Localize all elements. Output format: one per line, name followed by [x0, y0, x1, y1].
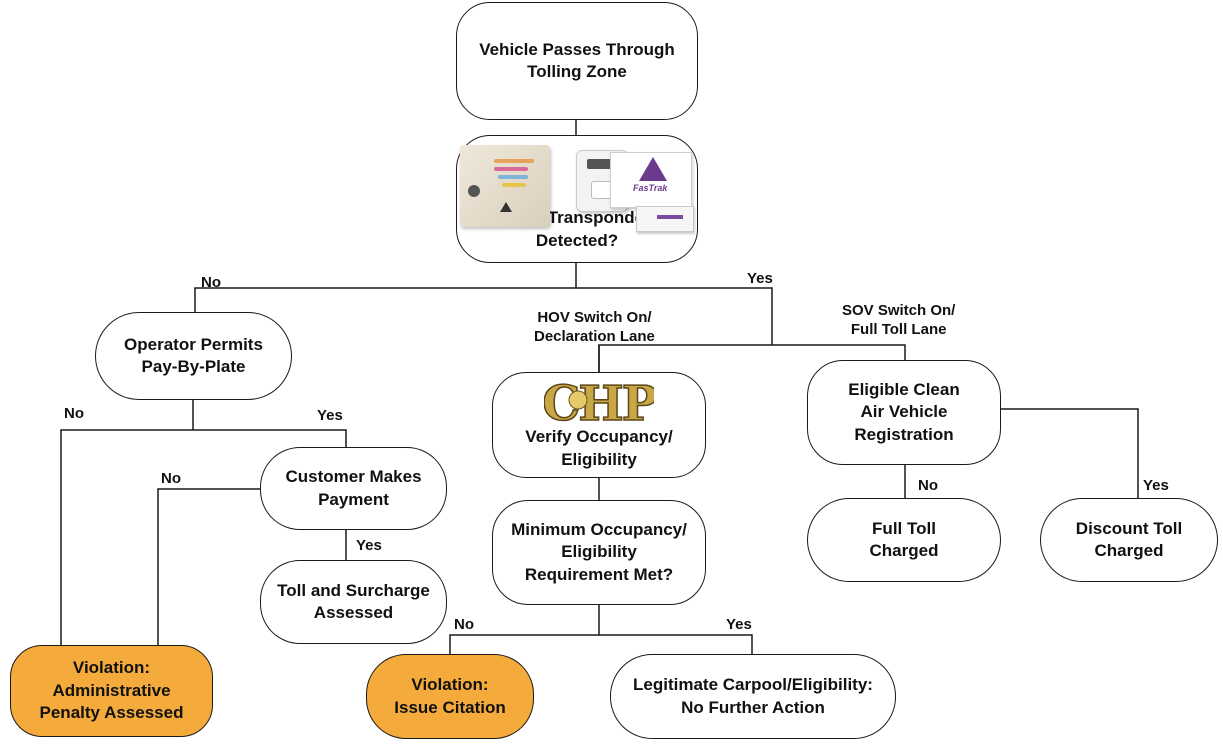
- toll-surcharge-node: Toll and Surcharge Assessed: [260, 560, 447, 644]
- node-text: Requirement Met?: [524, 564, 674, 584]
- node-text: Pay-By-Plate: [141, 357, 246, 376]
- edge-label-text: SOV Switch On/: [842, 302, 956, 319]
- transponder-small-image: [636, 206, 694, 232]
- node-text: Vehicle Passes Through: [479, 39, 675, 59]
- edge-label-no: No: [454, 616, 474, 633]
- node-text: Air Vehicle: [860, 402, 948, 422]
- node-text: Penalty Assessed: [39, 703, 184, 723]
- node-text: Payment: [318, 489, 389, 509]
- transponder-card-image: [460, 145, 550, 227]
- min-occupancy-decision: Minimum Occupancy/ Eligibility Requireme…: [492, 500, 706, 605]
- verify-occupancy-node: Verify Occupancy/ Eligibility: [492, 372, 706, 478]
- violation-citation-node: Violation: Issue Citation: [366, 654, 534, 739]
- chp-logo: CHP: [544, 378, 654, 426]
- node-text: Minimum Occupancy/: [511, 519, 687, 539]
- edge-label-text: Full Toll Lane: [850, 320, 947, 338]
- connector: [599, 634, 753, 654]
- node-text: Assessed: [313, 603, 394, 622]
- clean-air-decision: Eligible Clean Air Vehicle Registration: [807, 360, 1001, 465]
- discount-toll-node: Discount Toll Charged: [1040, 498, 1218, 582]
- node-text: Violation:: [411, 675, 489, 695]
- edge-label-sov: SOV Switch On/ Full Toll Lane: [842, 302, 955, 340]
- node-text: Charged: [1094, 541, 1164, 560]
- node-text: Eligibility: [561, 542, 637, 562]
- node-text: Operator Permits: [124, 334, 263, 354]
- node-text: Administrative: [52, 680, 171, 700]
- pay-by-plate-decision: Operator Permits Pay-By-Plate: [95, 312, 292, 400]
- edge-label-no: No: [201, 274, 221, 291]
- edge-label-text: Declaration Lane: [534, 327, 655, 345]
- node-text: Eligible Clean: [848, 379, 960, 399]
- node-text: Discount Toll: [1075, 518, 1183, 538]
- edge-label-no: No: [161, 470, 181, 487]
- node-text: Registration: [854, 424, 954, 444]
- node-text: Full Toll: [872, 518, 936, 538]
- full-toll-node: Full Toll Charged: [807, 498, 1001, 582]
- edge-label-yes: Yes: [1143, 477, 1169, 494]
- edge-label-text: HOV Switch On/: [537, 309, 652, 326]
- connector: [449, 605, 600, 654]
- node-text: Charged: [869, 541, 939, 560]
- violation-admin-penalty-node: Violation: Administrative Penalty Assess…: [10, 645, 213, 737]
- chp-seal-icon: [568, 390, 588, 410]
- connector: [576, 287, 773, 345]
- node-text: Toll and Surcharge: [277, 580, 430, 600]
- node-text: Legitimate Carpool/Eligibility:: [633, 675, 873, 695]
- connector: [1000, 408, 1139, 498]
- edge-label-yes: Yes: [747, 270, 773, 287]
- connector: [194, 263, 577, 312]
- node-text: Detected?: [535, 230, 619, 250]
- node-text: Eligibility: [561, 449, 637, 469]
- fastrak-logo-image: FasTrak: [610, 152, 692, 208]
- chp-logo-text: CHP: [544, 378, 654, 426]
- edge-label-yes: Yes: [356, 537, 382, 554]
- node-text: Issue Citation: [394, 697, 506, 717]
- edge-label-no: No: [64, 405, 84, 422]
- node-text: Verify Occupancy/: [525, 427, 673, 447]
- edge-label-yes: Yes: [317, 407, 343, 424]
- customer-payment-decision: Customer Makes Payment: [260, 447, 447, 530]
- node-text: Tolling Zone: [527, 62, 627, 81]
- start-node: Vehicle Passes Through Tolling Zone: [456, 2, 698, 120]
- edge-label-hov: HOV Switch On/ Declaration Lane: [534, 309, 655, 347]
- connector: [157, 488, 260, 645]
- node-text: Customer Makes: [285, 467, 422, 487]
- edge-label-yes: Yes: [726, 616, 752, 633]
- node-text: Violation:: [72, 658, 151, 678]
- connector: [60, 429, 347, 645]
- edge-label-no: No: [918, 477, 938, 494]
- node-text: No Further Action: [681, 697, 825, 717]
- legitimate-carpool-node: Legitimate Carpool/Eligibility: No Furth…: [610, 654, 896, 739]
